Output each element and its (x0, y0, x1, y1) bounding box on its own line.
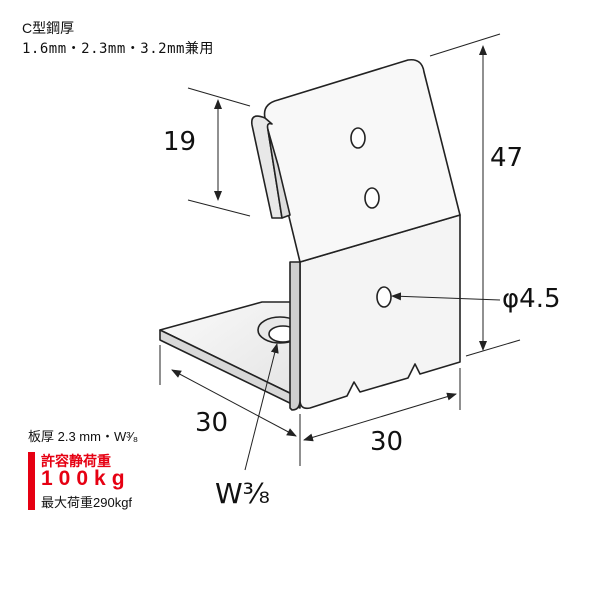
max-load: 最大荷重290kgf (41, 495, 133, 510)
upper-hole (350, 127, 366, 149)
dimension-hole-diameter: φ4.5 (502, 284, 561, 314)
dimension-total-height: 47 (490, 143, 524, 173)
dimension-lines (159, 33, 521, 471)
dimension-width: 30 (370, 427, 404, 457)
title: C型鋼厚 (22, 20, 75, 36)
allowable-load-value: 100kg (41, 467, 131, 490)
dimension-bolt-hole: W³⁄₈ (215, 477, 270, 510)
base-plate (159, 301, 303, 409)
allowable-load-label: 許容静荷重 (41, 453, 111, 469)
lower-hole (376, 286, 392, 308)
accent-bar (28, 452, 35, 510)
dimension-hook-height: 19 (163, 127, 197, 157)
plate-spec: 板厚 2.3 mm・W³⁄₈ (28, 429, 139, 444)
middle-hole (364, 187, 380, 209)
dimension-base-depth: 30 (195, 408, 229, 438)
subtitle: 1.6mm・2.3mm・3.2mm兼用 (22, 41, 214, 57)
